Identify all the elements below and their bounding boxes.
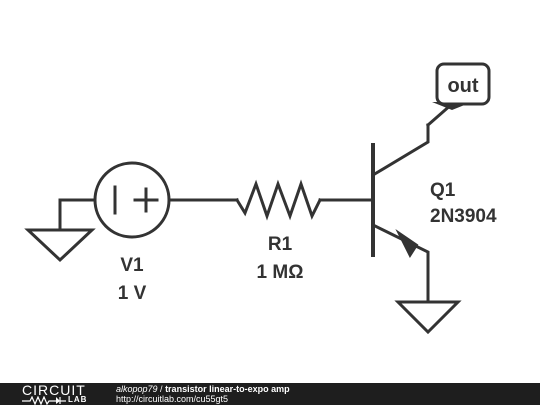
v1-value-label: 1 V: [118, 283, 147, 304]
credit-line: alkopop79 / transistor linear-to-expo am…: [116, 384, 290, 394]
q1-model-label: 2N3904: [430, 206, 497, 227]
credit-separator: /: [157, 384, 166, 394]
resistor-r1[interactable]: [234, 179, 323, 221]
circuitlab-logo[interactable]: CIRCUIT LAB: [22, 383, 102, 405]
footer-bar: CIRCUIT LAB alkopop79 / transistor linea…: [0, 383, 540, 405]
transistor-q1[interactable]: [370, 123, 430, 304]
ground-symbol-right: [394, 300, 462, 335]
ground-symbol-left: [24, 198, 97, 263]
v1-name-label: V1: [120, 255, 144, 276]
r1-value-label: 1 MΩ: [257, 262, 304, 283]
output-label: out: [447, 75, 478, 97]
r1-name-label: R1: [268, 234, 293, 255]
logo-text-top: CIRCUIT: [22, 382, 86, 398]
circuit-title: transistor linear-to-expo amp: [165, 384, 290, 394]
logo-resistor-icon: [22, 396, 66, 405]
author-link[interactable]: alkopop79: [116, 384, 158, 394]
voltage-source-v1[interactable]: [93, 161, 171, 239]
circuit-url-link[interactable]: http://circuitlab.com/cu55gt5: [116, 394, 229, 404]
emitter-arrow-icon: [395, 228, 419, 259]
output-node[interactable]: out: [425, 62, 491, 128]
q1-name-label: Q1: [430, 180, 456, 201]
logo-text-bottom: LAB: [68, 395, 88, 404]
